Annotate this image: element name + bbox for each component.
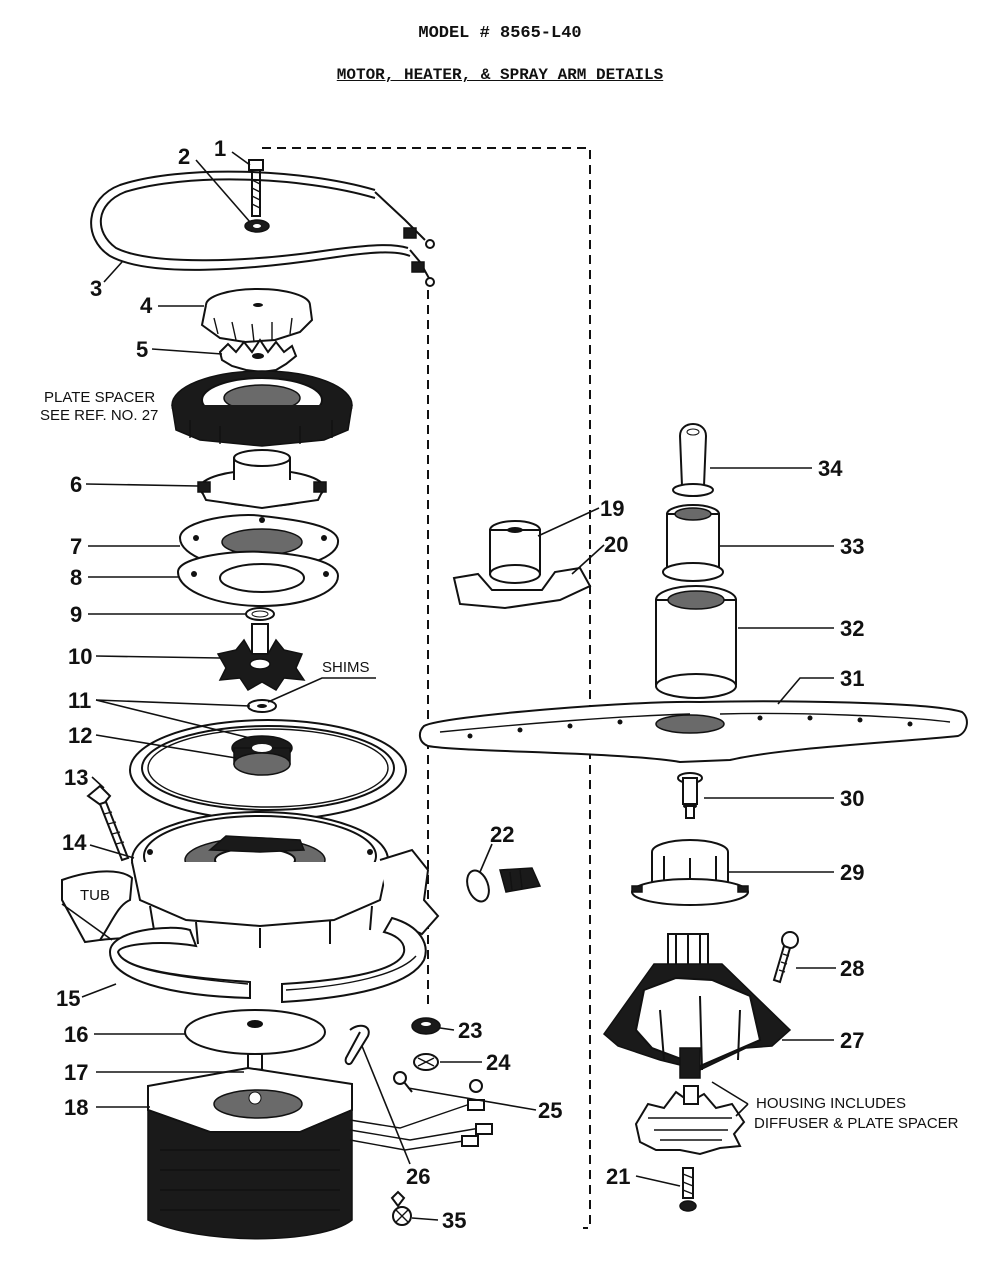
callout-20: 20 xyxy=(604,532,628,557)
part-31-spray-arm xyxy=(418,700,968,764)
housing-label-line1: HOUSING INCLUDES xyxy=(756,1095,906,1112)
plate-spacer-label-line1: PLATE SPACER xyxy=(44,389,155,406)
callout-10: 10 xyxy=(68,644,92,669)
callout-8: 8 xyxy=(70,565,82,590)
part-20-bracket xyxy=(452,566,592,610)
callout-16: 16 xyxy=(64,1022,88,1047)
callout-33: 33 xyxy=(840,534,864,559)
diagram-title-text: MOTOR, HEATER, & SPRAY ARM DETAILS xyxy=(336,66,664,84)
diffuser xyxy=(634,1085,746,1156)
callout-2: 2 xyxy=(178,144,190,169)
part-35-screw xyxy=(390,1190,412,1226)
part-29-manifold-cap xyxy=(631,839,749,906)
callout-35: 35 xyxy=(442,1208,466,1233)
plate-spacer-label-line2: SEE REF. NO. 27 xyxy=(40,407,158,424)
part-24-nut xyxy=(413,1053,439,1071)
part-3-heater-element xyxy=(90,170,435,287)
part-1-bolt xyxy=(248,159,264,217)
callout-24: 24 xyxy=(486,1050,511,1075)
callout-numbers: 1 2 3 4 5 6 7 8 9 10 11 12 13 14 15 16 1… xyxy=(56,136,864,1233)
part-14-sump-housing xyxy=(131,811,440,948)
part-15-tub-gasket xyxy=(108,916,427,1004)
part-13-screw xyxy=(86,784,130,862)
part-2-washer xyxy=(244,219,270,233)
callout-9: 9 xyxy=(70,602,82,627)
part-6-pump-body xyxy=(197,449,327,510)
part-22-hose-clamp xyxy=(466,867,542,903)
part-19-bushing xyxy=(489,520,541,584)
part-9-o-ring xyxy=(245,607,275,621)
callout-7: 7 xyxy=(70,534,82,559)
part-12-seal xyxy=(231,735,293,776)
part-5-chopper-blade xyxy=(218,338,298,374)
callout-29: 29 xyxy=(840,860,864,885)
callout-21: 21 xyxy=(606,1164,630,1189)
part-25-screw xyxy=(393,1071,483,1093)
callout-27: 27 xyxy=(840,1028,864,1053)
callout-5: 5 xyxy=(136,337,148,362)
shims-label: SHIMS xyxy=(322,659,370,676)
callout-6: 6 xyxy=(70,472,82,497)
annotations: PLATE SPACER SEE REF. NO. 27 SHIMS TUB H… xyxy=(40,389,959,1132)
part-16-motor-slinger xyxy=(184,1009,326,1055)
plate-spacer xyxy=(171,370,353,447)
callout-22: 22 xyxy=(490,822,514,847)
callout-28: 28 xyxy=(840,956,864,981)
part-18-motor xyxy=(147,1066,493,1240)
part-28-screw xyxy=(772,931,799,984)
callout-1: 1 xyxy=(214,136,226,161)
callout-17: 17 xyxy=(64,1060,88,1085)
callout-15: 15 xyxy=(56,986,80,1011)
callout-31: 31 xyxy=(840,666,864,691)
callout-23: 23 xyxy=(458,1018,482,1043)
part-26-wire-clip xyxy=(344,1024,370,1066)
part-8-gasket xyxy=(176,550,340,608)
callout-19: 19 xyxy=(600,496,624,521)
part-33-tube-section xyxy=(662,504,724,582)
callout-18: 18 xyxy=(64,1095,88,1120)
part-30-bearing xyxy=(677,772,703,819)
callout-26: 26 xyxy=(406,1164,430,1189)
callout-12: 12 xyxy=(68,723,92,748)
leader-lines xyxy=(61,151,836,1221)
callout-25: 25 xyxy=(538,1098,562,1123)
callout-13: 13 xyxy=(64,765,88,790)
part-27-pump-housing xyxy=(602,933,792,1079)
part-32-tube-base xyxy=(655,585,737,699)
callout-34: 34 xyxy=(818,456,843,481)
part-10-impeller xyxy=(216,623,306,691)
heater-to-housing-guide-line xyxy=(262,147,591,1229)
model-number: MODEL # 8565-L40 xyxy=(418,24,582,43)
alignment-lines xyxy=(262,147,591,1229)
callout-3: 3 xyxy=(90,276,102,301)
tub-label: TUB xyxy=(80,887,110,904)
part-21-screw xyxy=(679,1167,697,1212)
housing-label-line2: DIFFUSER & PLATE SPACER xyxy=(754,1115,959,1132)
callout-30: 30 xyxy=(840,786,864,811)
callout-4: 4 xyxy=(140,293,153,318)
part-23-grommet xyxy=(411,1017,441,1035)
callout-11: 11 xyxy=(68,688,91,713)
diagram-title: MOTOR, HEATER, & SPRAY ARM DETAILS xyxy=(0,66,1000,84)
part-4-chopper-cover xyxy=(200,288,314,344)
callout-32: 32 xyxy=(840,616,864,641)
part-34-spray-tube-nozzle xyxy=(672,423,714,497)
callout-14: 14 xyxy=(62,830,87,855)
